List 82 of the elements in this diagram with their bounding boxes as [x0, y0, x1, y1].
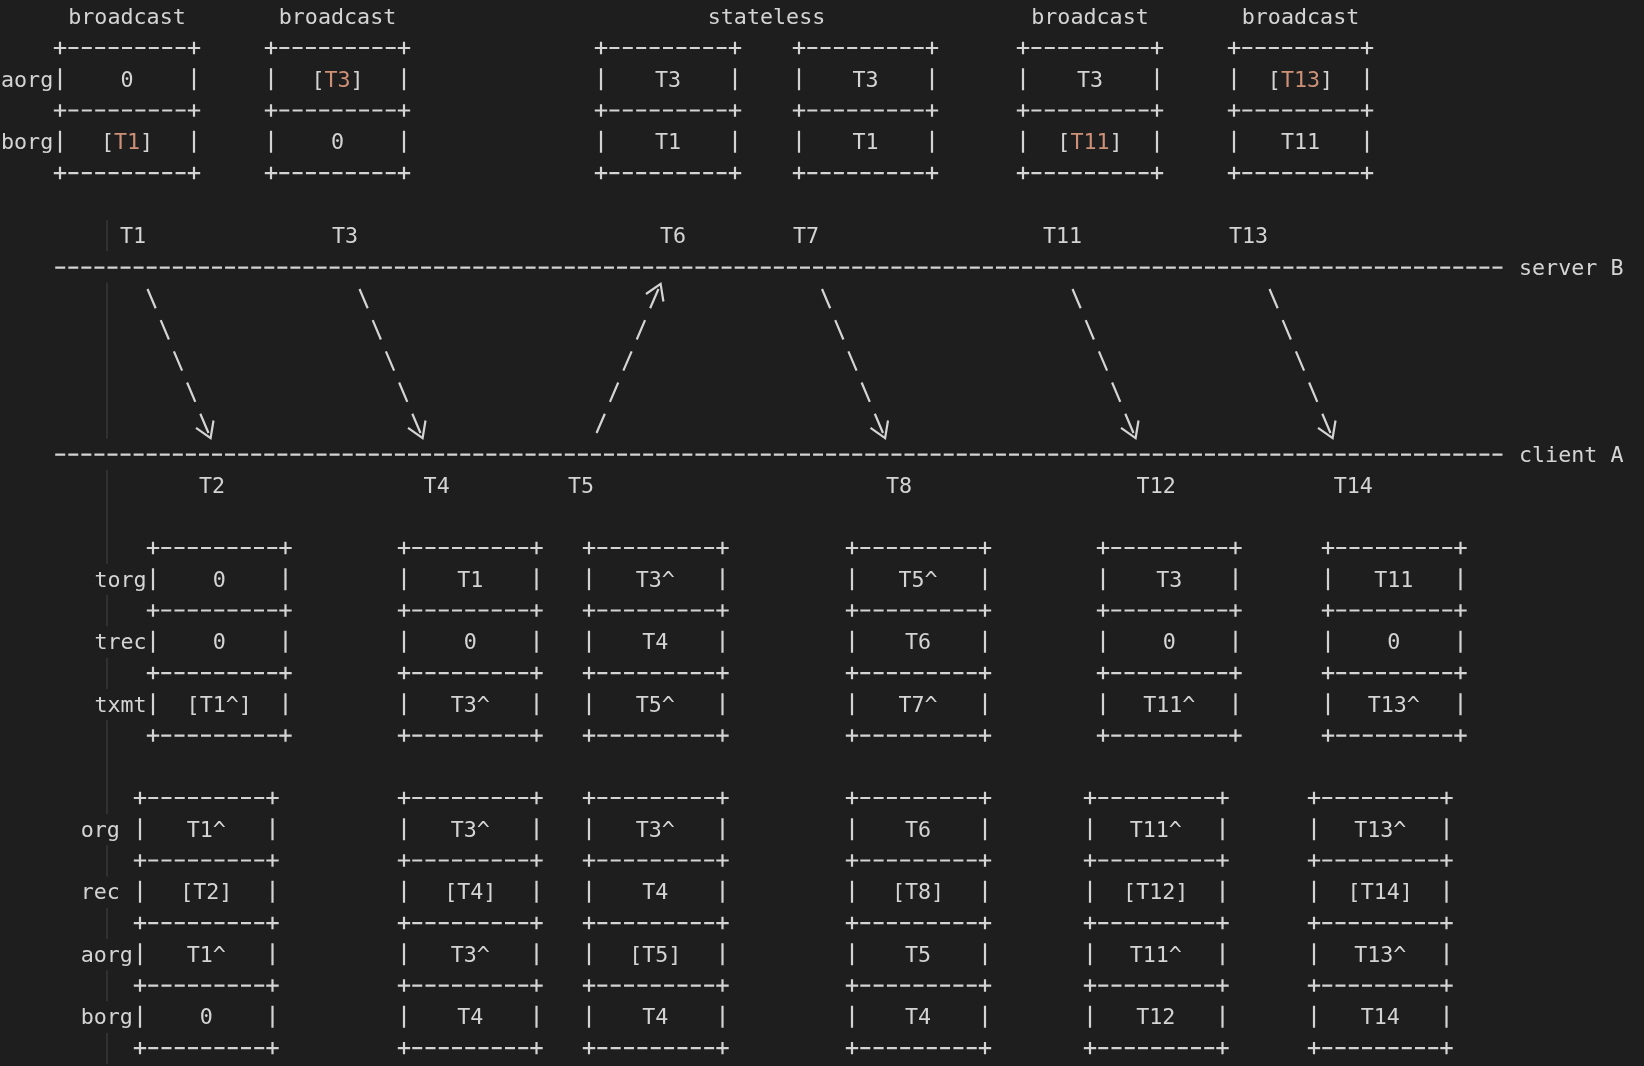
row-label: rec: [80, 878, 120, 907]
state-value: 0: [147, 992, 266, 1042]
state-value: [T2]: [147, 867, 266, 917]
state-value: T11^: [1096, 805, 1215, 854]
state-value: [T4]: [411, 867, 530, 917]
state-value: T14: [1321, 992, 1440, 1042]
state-value: 0: [1110, 617, 1229, 667]
state-value: T11^: [1110, 680, 1229, 729]
state-value: T3: [1030, 55, 1150, 104]
time-label: T2: [199, 472, 226, 501]
state-value: T4: [411, 992, 530, 1042]
state-value: T3^: [411, 930, 530, 979]
state-value: T1: [806, 117, 925, 167]
state-value: T3: [1110, 555, 1229, 604]
time-label: T14: [1333, 472, 1373, 501]
time-label: T1: [120, 221, 147, 250]
state-value: T12: [1096, 992, 1215, 1042]
state-value: T3^: [595, 555, 715, 604]
state-value: 0: [1334, 617, 1453, 667]
timeline-label: client A: [1519, 440, 1624, 469]
state-value: T13^: [1334, 680, 1453, 729]
state-value: T11: [1334, 555, 1453, 604]
row-label: borg: [80, 1003, 133, 1032]
state-value: T3^: [411, 680, 530, 729]
time-label: T3: [332, 221, 359, 250]
state-value: [T5]: [595, 930, 715, 979]
state-value: T11: [1241, 117, 1360, 167]
state-value: T13^: [1321, 805, 1440, 854]
time-label: T7: [793, 221, 820, 250]
state-value: [T1^]: [160, 680, 279, 729]
table-heading: broadcast: [1031, 3, 1149, 31]
state-value: 0: [278, 117, 397, 167]
state-value: 0: [67, 55, 187, 104]
row-label: txmt: [94, 690, 147, 719]
state-value: T1^: [147, 930, 266, 979]
state-value: 0: [411, 617, 530, 667]
state-value: [T14]: [1321, 867, 1440, 917]
state-value: T4: [595, 867, 715, 917]
state-value: T3^: [595, 805, 715, 854]
state-value: [T1]: [67, 117, 187, 167]
state-value: T6: [858, 805, 978, 854]
row-label: borg: [1, 128, 54, 157]
state-value: 0: [160, 617, 279, 667]
state-value: T1: [411, 555, 530, 604]
state-value: 0: [160, 555, 279, 604]
state-value: [T13]: [1241, 55, 1360, 104]
state-value: T3: [608, 55, 728, 104]
timeline-label: server B: [1519, 253, 1624, 282]
table-heading: broadcast: [1241, 3, 1360, 31]
table-heading: broadcast: [68, 3, 186, 31]
time-label: T4: [423, 472, 450, 501]
state-value: T6: [858, 617, 978, 667]
state-value: [T12]: [1096, 867, 1215, 917]
state-value: [T11]: [1030, 117, 1150, 167]
state-value: T4: [595, 617, 715, 667]
row-label: org: [80, 815, 120, 844]
time-label: T8: [886, 472, 913, 501]
state-value: T4: [858, 992, 978, 1042]
state-value: T13^: [1321, 930, 1440, 979]
row-label: aorg: [80, 940, 133, 969]
row-label: aorg: [1, 65, 54, 94]
group-heading: stateless: [707, 3, 826, 31]
row-label: trec: [94, 628, 147, 657]
time-label: T13: [1229, 221, 1269, 250]
state-value: T5^: [595, 680, 715, 729]
state-value: [T8]: [858, 867, 978, 917]
state-value: T3^: [411, 805, 530, 854]
row-label: torg: [94, 565, 147, 594]
time-label: T11: [1043, 221, 1083, 250]
time-label: T6: [660, 221, 687, 250]
state-value: T5: [858, 930, 978, 979]
state-value: [T3]: [278, 55, 397, 104]
state-value: T4: [595, 992, 715, 1042]
time-label: T12: [1136, 472, 1176, 501]
time-label: T5: [568, 472, 595, 501]
state-value: T7^: [858, 680, 978, 729]
table-heading: broadcast: [278, 3, 397, 31]
state-value: T1^: [147, 805, 266, 854]
state-value: T5^: [858, 555, 978, 604]
state-value: T3: [806, 55, 925, 104]
state-value: T11^: [1096, 930, 1215, 979]
state-value: T1: [608, 117, 728, 167]
